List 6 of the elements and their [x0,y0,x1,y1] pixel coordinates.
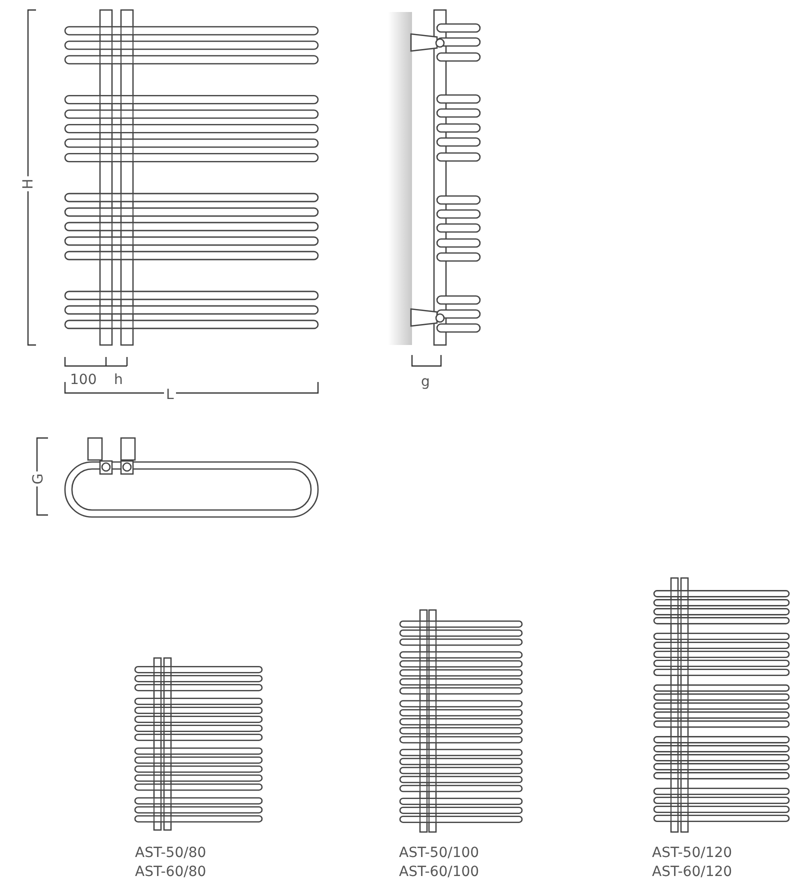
model-label: AST-60/120 [650,864,734,880]
model-label: AST-50/80 [133,845,208,861]
model-label: AST-50/100 [397,845,482,861]
model-label: AST-60/80 [133,864,208,880]
model-label: AST-60/100 [397,864,482,880]
model-label: AST-50/120 [650,845,734,861]
